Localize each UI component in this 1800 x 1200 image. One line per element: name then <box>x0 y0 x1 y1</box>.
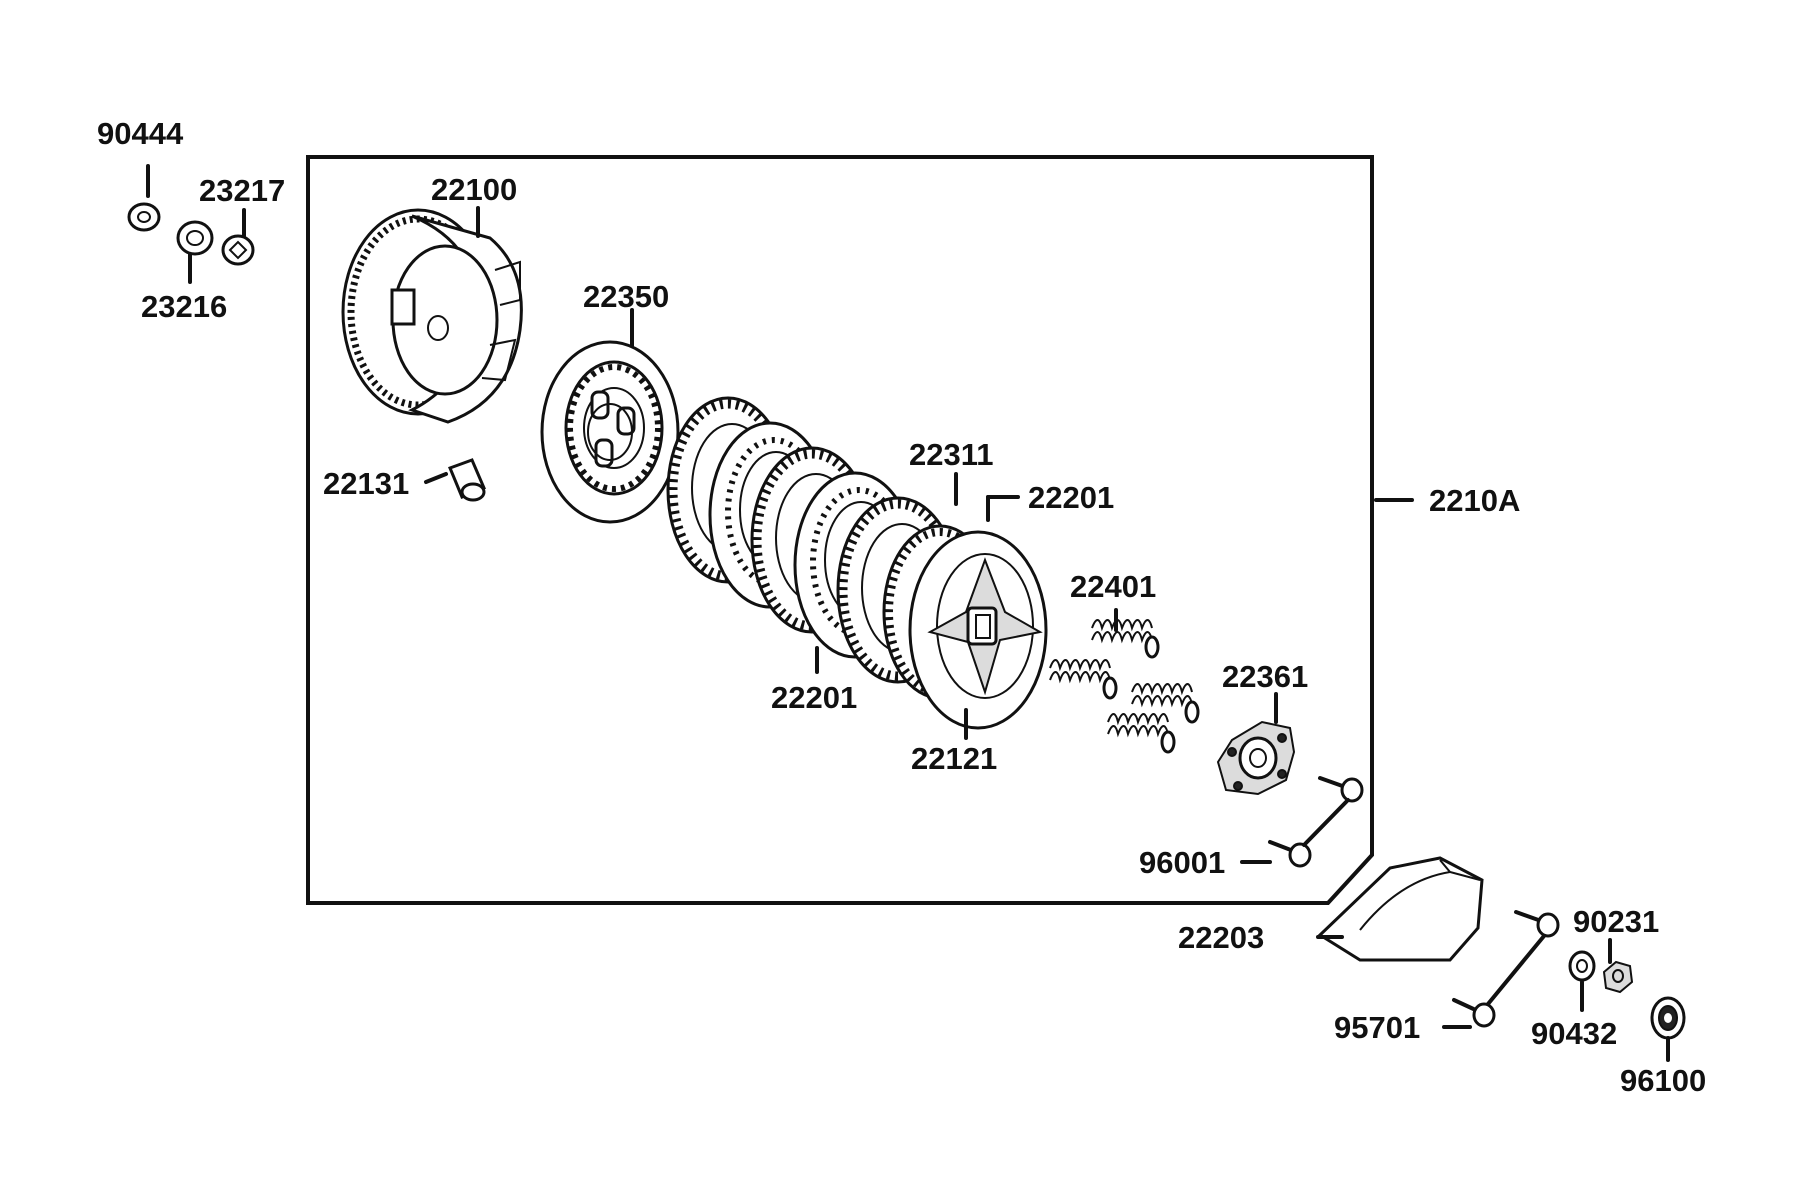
label-90231: 90231 <box>1573 904 1659 939</box>
label-22201-bottom: 22201 <box>771 680 857 715</box>
label-23216: 23216 <box>141 289 227 324</box>
label-22100: 22100 <box>431 172 517 207</box>
part-96001-bolts <box>1268 776 1364 868</box>
spring-1 <box>1091 619 1160 659</box>
part-90444-washer <box>127 202 161 232</box>
assembly-frame <box>306 155 1374 905</box>
part-96100-bearing <box>1650 996 1686 1040</box>
part-90231-nut <box>1602 960 1634 994</box>
label-95701: 95701 <box>1334 1010 1420 1045</box>
label-22203: 22203 <box>1178 920 1264 955</box>
label-22350: 22350 <box>583 279 669 314</box>
part-23216-washer <box>176 220 214 256</box>
part-22350-primary-gear-plate <box>540 340 680 524</box>
label-22201-top: 22201 <box>1028 480 1114 515</box>
part-22100-clutch-housing <box>341 208 523 424</box>
label-90444: 90444 <box>97 116 184 151</box>
label-22401: 22401 <box>1070 569 1156 604</box>
part-23217-lock-washer <box>221 234 255 266</box>
spring-4 <box>1107 713 1176 754</box>
label-22361: 22361 <box>1222 659 1308 694</box>
part-22121-clutch-hub <box>908 530 1048 730</box>
label-22311: 22311 <box>909 437 994 472</box>
label-23217: 23217 <box>199 173 285 208</box>
leader-lines <box>146 164 1670 1062</box>
spring-2 <box>1049 659 1118 700</box>
label-2210A: 2210A <box>1429 483 1520 518</box>
label-96001: 96001 <box>1139 845 1225 880</box>
part-95701-bolts <box>1452 910 1560 1028</box>
label-22121: 22121 <box>911 741 997 776</box>
label-22131: 22131 <box>323 466 409 501</box>
part-22203-cover <box>1317 856 1484 962</box>
part-22361-lifter-plate <box>1216 720 1296 796</box>
label-96100: 96100 <box>1620 1063 1706 1098</box>
spring-3 <box>1131 683 1200 724</box>
clutch-disc-stack <box>666 396 1048 730</box>
label-90432: 90432 <box>1531 1016 1617 1051</box>
part-22131-bushing <box>448 458 486 502</box>
part-90432-washer <box>1568 950 1596 982</box>
clutch-springs <box>1049 619 1200 754</box>
